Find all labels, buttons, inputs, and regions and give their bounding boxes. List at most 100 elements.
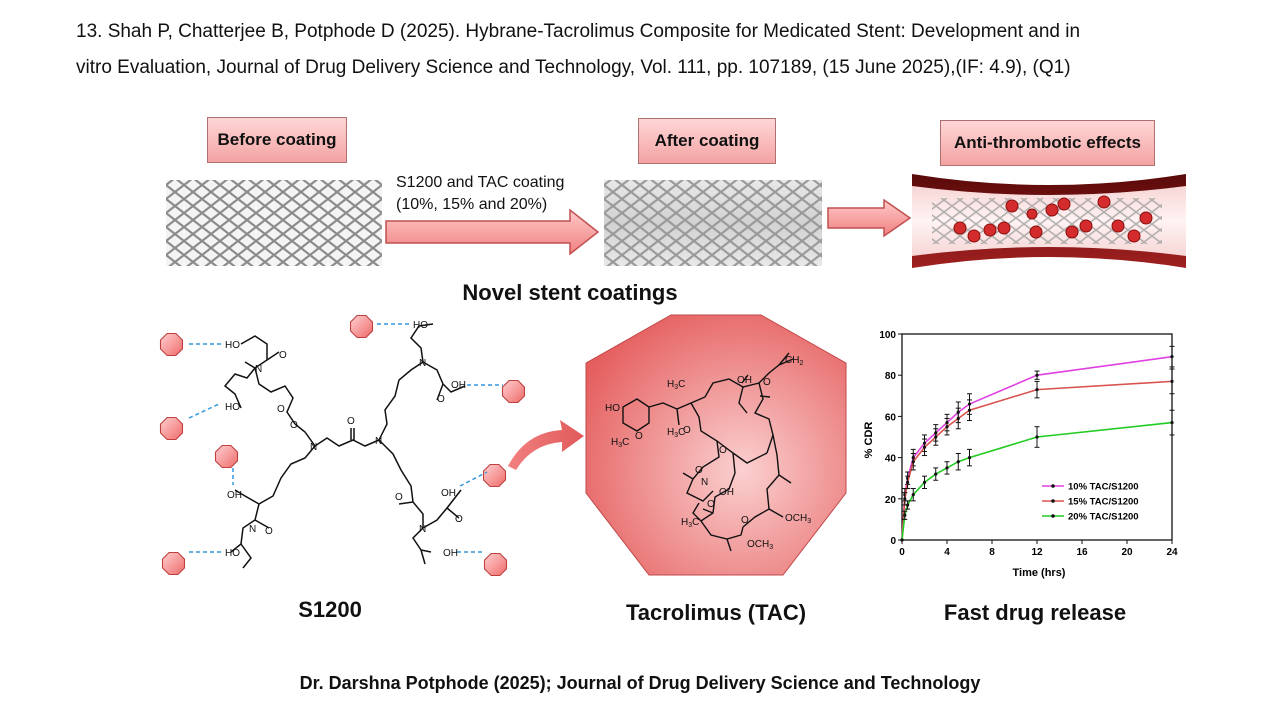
coating-arrow — [385, 208, 600, 256]
footer-credit: Dr. Darshna Potphode (2025); Journal of … — [299, 673, 981, 693]
y-tick-label: 40 — [885, 454, 897, 465]
svg-text:H3C: H3C — [667, 427, 685, 439]
data-point — [903, 497, 907, 501]
svg-text:OH: OH — [451, 380, 466, 391]
svg-text:OCH3: OCH3 — [785, 513, 811, 525]
svg-text:N: N — [249, 524, 256, 535]
svg-text:O: O — [437, 394, 445, 405]
data-point — [1170, 379, 1174, 383]
data-point — [1170, 355, 1174, 359]
data-point — [922, 445, 927, 449]
svg-text:O: O — [265, 526, 273, 537]
tacrolimus-title: Tacrolimus (TAC) — [625, 600, 807, 625]
x-tick-label: 4 — [944, 547, 950, 558]
svg-text:HO: HO — [225, 340, 240, 351]
x-tick-label: 8 — [989, 547, 995, 558]
svg-text:O: O — [290, 420, 298, 431]
svg-text:HO: HO — [605, 403, 620, 414]
legend-label: 15% TAC/S1200 — [1068, 497, 1139, 508]
octagon-marker — [214, 444, 239, 469]
data-point — [956, 416, 960, 421]
svg-text:O: O — [455, 514, 463, 525]
data-point — [922, 480, 927, 484]
x-tick-label: 20 — [1121, 547, 1133, 558]
data-point — [906, 503, 910, 507]
octagon-marker — [482, 463, 507, 488]
s1200-title: S1200 — [298, 597, 362, 622]
octagon-marker — [349, 314, 374, 339]
data-point — [956, 460, 960, 464]
citation-line-2: vitro Evaluation, Journal of Drug Delive… — [76, 57, 1071, 78]
data-point — [911, 493, 915, 497]
data-point — [934, 435, 938, 439]
y-tick-label: 20 — [885, 495, 897, 506]
chart-y-axis-label: % CDR — [863, 422, 875, 459]
svg-text:N: N — [310, 442, 317, 453]
series-2 — [900, 368, 1175, 542]
coating-step-label: S1200 and TAC coating (10%, 15% and 20%) — [396, 172, 564, 216]
novel-stent-coatings-title: Novel stent coatings — [462, 280, 678, 305]
data-point — [1035, 435, 1039, 439]
data-point — [945, 466, 949, 470]
data-point — [900, 538, 904, 542]
legend-marker — [1051, 499, 1055, 503]
s1200-structure: HO HO OH HO HO OH OH OH N N N N N N O O … — [159, 314, 526, 577]
svg-text:OH: OH — [443, 548, 458, 559]
svg-text:O: O — [695, 465, 703, 476]
svg-text:OH: OH — [737, 375, 752, 386]
svg-text:N: N — [419, 358, 426, 369]
svg-text:O: O — [741, 515, 749, 526]
svg-text:O: O — [707, 499, 715, 510]
svg-text:HO: HO — [225, 402, 240, 413]
octagon-marker — [483, 552, 508, 577]
data-point — [967, 456, 972, 460]
data-point — [967, 408, 972, 412]
coating-step-line-1: S1200 and TAC coating — [396, 174, 565, 191]
data-point — [1035, 373, 1039, 377]
data-point — [906, 480, 910, 484]
y-tick-label: 80 — [885, 371, 897, 382]
svg-text:O: O — [279, 350, 287, 361]
legend-marker — [1051, 484, 1055, 488]
citation-line-1: 13. Shah P, Chatterjee B, Potphode D (20… — [76, 21, 1081, 42]
svg-text:H3C: H3C — [667, 379, 685, 391]
chart-series — [900, 345, 1175, 542]
svg-text:O: O — [683, 425, 691, 436]
svg-text:OCH3: OCH3 — [747, 539, 773, 551]
octagon-marker — [501, 379, 526, 404]
svg-text:OH: OH — [227, 490, 242, 501]
curved-arrow — [508, 420, 584, 470]
citation: 13. Shah P, Chatterjee B, Potphode D (20… — [76, 14, 1246, 86]
svg-text:O: O — [763, 377, 771, 388]
svg-text:HO: HO — [413, 320, 428, 331]
svg-text:N: N — [701, 477, 708, 488]
data-point — [903, 513, 907, 517]
svg-text:N: N — [375, 436, 382, 447]
chart-x-axis-label: Time (hrs) — [1013, 567, 1066, 579]
after-coating-label: After coating — [638, 118, 776, 164]
x-tick-label: 16 — [1076, 547, 1088, 558]
y-tick-label: 100 — [879, 330, 896, 341]
series-3 — [900, 409, 1175, 542]
svg-text:O: O — [719, 445, 727, 456]
svg-text:O: O — [347, 416, 355, 427]
vessel-stent-image — [912, 174, 1186, 268]
legend-marker — [1051, 514, 1055, 518]
data-point — [911, 460, 915, 464]
data-point — [945, 425, 949, 429]
svg-text:O: O — [277, 404, 285, 415]
y-tick-label: 0 — [890, 536, 896, 547]
data-point — [1170, 420, 1174, 425]
effect-arrow — [827, 198, 912, 238]
svg-text:O: O — [635, 431, 643, 442]
legend-label: 20% TAC/S1200 — [1068, 512, 1139, 523]
svg-text:N: N — [255, 364, 262, 375]
octagon-marker — [159, 332, 184, 357]
x-tick-label: 12 — [1031, 547, 1043, 558]
octagon-marker — [161, 551, 186, 576]
svg-text:CH2: CH2 — [785, 355, 803, 367]
svg-text:O: O — [395, 492, 403, 503]
svg-text:H3C: H3C — [681, 517, 699, 529]
